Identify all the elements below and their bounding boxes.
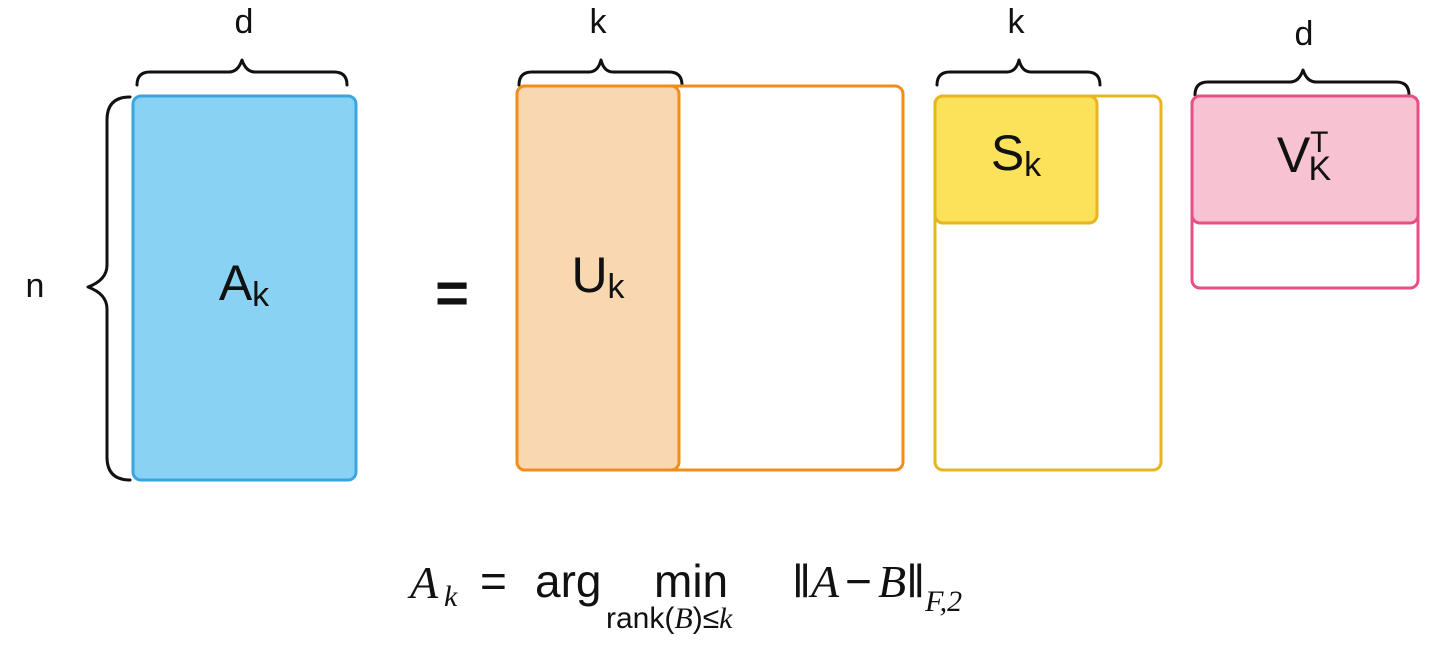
formula-constraint-var: B xyxy=(674,602,693,635)
formula-equals: = xyxy=(480,555,507,607)
brace-d-a xyxy=(135,58,349,87)
formula-constraint-open: ( xyxy=(664,602,675,635)
formula-arg: arg xyxy=(535,555,602,607)
formula-norm-a: A xyxy=(811,556,840,607)
formula-norm: ‖A−B‖F,2 xyxy=(792,555,962,617)
formula-minus: − xyxy=(845,555,872,607)
brace-k-u xyxy=(517,58,684,87)
formula-min: min xyxy=(654,555,729,607)
matrix-u-k xyxy=(515,84,681,472)
brace-n-a xyxy=(86,95,132,482)
formula-norm-open: ‖ xyxy=(792,555,812,607)
formula-lhs-base: A xyxy=(410,557,439,608)
brace-d-v xyxy=(1193,68,1411,97)
formula-norm-close: ‖ xyxy=(906,555,926,607)
dim-label-k-s: k xyxy=(1008,3,1026,41)
matrix-label-s-k: Sk xyxy=(991,125,1042,184)
dim-label-d-a: d xyxy=(235,3,254,41)
matrix-v-t-k xyxy=(1190,94,1420,225)
dim-label-d-v: d xyxy=(1295,15,1314,53)
formula-constraint-fn: rank xyxy=(606,602,665,635)
matrix-label-u-k: Uk xyxy=(571,247,625,306)
formula-norm-b: B xyxy=(878,556,907,607)
brace-k-s xyxy=(935,58,1102,87)
matrix-a-k xyxy=(131,94,358,482)
formula-constraint: rank(B)≤k xyxy=(606,604,732,634)
formula-constraint-close: ) xyxy=(692,602,703,635)
formula-constraint-le: ≤ xyxy=(702,602,720,635)
formula-lhs-sub: k xyxy=(444,580,458,613)
equals-sign: = xyxy=(435,261,469,326)
formula-norm-sub: F,2 xyxy=(925,585,963,618)
dim-label-n: n xyxy=(26,267,45,305)
low-rank-formula: A k = arg min rank(B)≤k ‖A−B‖F,2 xyxy=(0,548,1456,638)
matrix-s-k xyxy=(933,94,1099,225)
dim-label-k-u: k xyxy=(590,3,608,41)
matrix-label-a-k: Ak xyxy=(219,255,270,314)
formula-constraint-k: k xyxy=(719,602,733,635)
